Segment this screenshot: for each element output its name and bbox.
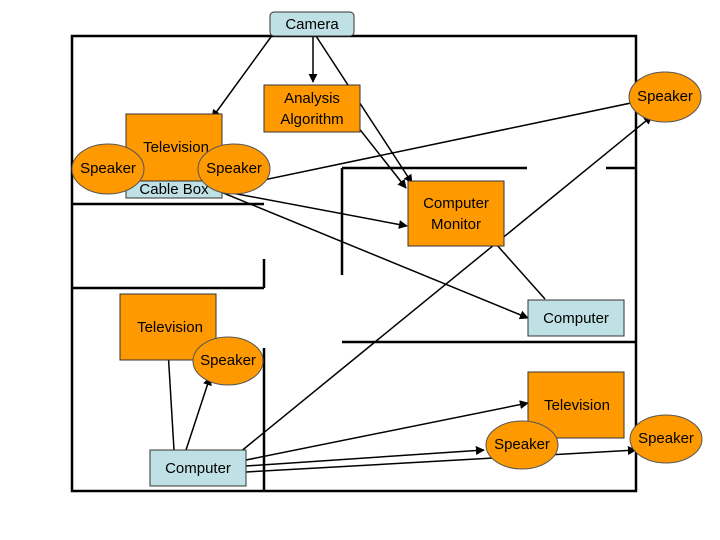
speaker-bottom-middle-label: Speaker <box>494 436 550 453</box>
edge-cablebox-monitor <box>215 189 408 229</box>
computer-bottom-box[interactable] <box>149 449 247 487</box>
computer-monitor-label-line1: Computer <box>423 195 489 212</box>
speaker-icon[interactable] <box>197 143 271 195</box>
television-top-label: Television <box>143 139 209 156</box>
edge-computer-bottom-tv-right <box>245 400 529 461</box>
camera-label: Camera <box>285 16 339 33</box>
speaker-bottom-middle-node[interactable]: Speaker <box>485 420 559 470</box>
outer-wall <box>70 34 638 493</box>
connections <box>163 29 653 473</box>
television-bottom-right-label: Television <box>544 397 610 414</box>
speaker-icon[interactable] <box>629 414 703 464</box>
cable-box-label: Cable Box <box>139 181 209 198</box>
speaker-top-right-label: Speaker <box>637 88 693 105</box>
camera-box[interactable] <box>269 11 355 37</box>
speaker-far-right-label: Speaker <box>638 430 694 447</box>
speaker-icon[interactable] <box>71 143 145 195</box>
television-bottom-left-label: Television <box>137 319 203 336</box>
speaker-tv-left-label: Speaker <box>80 160 136 177</box>
walls <box>70 34 638 493</box>
speaker-top-right-node[interactable]: Speaker <box>628 71 702 123</box>
computer-monitor-box[interactable] <box>407 180 505 247</box>
speaker-tv-right-node[interactable]: Speaker <box>197 143 271 195</box>
speaker-far-right-node[interactable]: Speaker <box>629 414 703 464</box>
analysis-algorithm-label-line2: Algorithm <box>280 111 343 128</box>
speaker-tv-right-label: Speaker <box>206 160 262 177</box>
speaker-tv-left-node[interactable]: Speaker <box>71 143 145 195</box>
computer-middle-box[interactable] <box>527 299 625 337</box>
edge-computer-bottom-speaker <box>185 376 212 451</box>
computer-bottom-node[interactable]: Computer <box>149 449 247 487</box>
camera-node[interactable]: Camera <box>269 11 355 37</box>
computer-monitor-label-line2: Monitor <box>431 216 481 233</box>
speaker-bottom-left-label: Speaker <box>200 352 256 369</box>
computer-middle-label: Computer <box>543 310 609 327</box>
computer-monitor-node[interactable]: Computer Monitor <box>407 180 505 247</box>
analysis-algorithm-label-line1: Analysis <box>284 90 340 107</box>
computer-bottom-label: Computer <box>165 460 231 477</box>
speaker-icon[interactable] <box>192 336 264 386</box>
edge-camera-tv <box>211 29 277 119</box>
edge-cablebox-computer-mid <box>215 189 529 320</box>
computer-middle-node[interactable]: Computer <box>527 299 625 337</box>
edge-computer-bottom-speaker-farright <box>245 445 637 473</box>
speaker-icon[interactable] <box>628 71 702 123</box>
speaker-bottom-left-node[interactable]: Speaker <box>192 336 264 386</box>
analysis-algorithm-box[interactable] <box>263 84 361 133</box>
speaker-icon[interactable] <box>485 420 559 470</box>
edge-computer-bottom-tv <box>163 349 175 451</box>
edge-camera-monitor <box>315 35 413 184</box>
analysis-algorithm-node[interactable]: Analysis Algorithm <box>263 84 361 133</box>
edge-cablebox-speaker-topright <box>215 96 651 191</box>
edge-computer-bottom-speaker-topright <box>233 115 653 458</box>
edge-computer-bottom-speaker-mid <box>245 446 485 467</box>
